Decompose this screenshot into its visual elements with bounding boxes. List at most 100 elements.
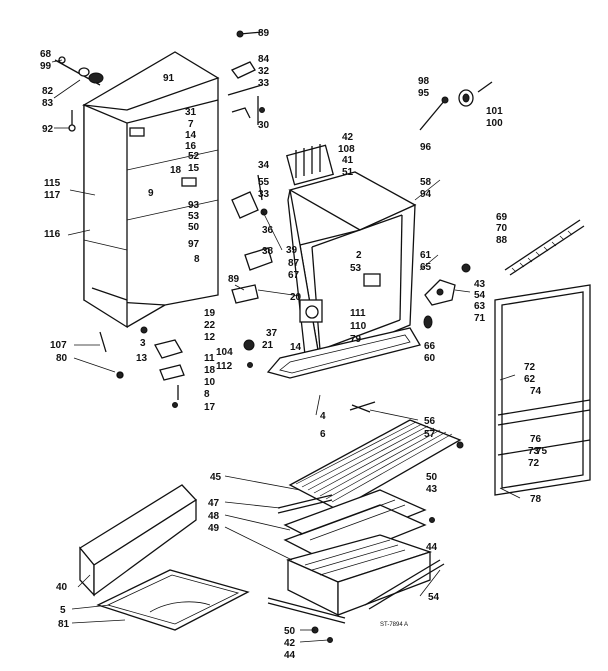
callout-67: 67 [288,270,300,281]
callout-61: 61 [420,250,432,261]
callout-40: 40 [56,582,68,593]
leader-lines [51,59,521,643]
callout-8a: 8 [194,254,200,265]
callout-72a: 72 [524,362,536,373]
callout-81: 81 [58,619,70,630]
callout-7: 7 [188,119,194,130]
kick-cover [79,484,198,597]
callout-48: 48 [208,511,220,522]
callout-82: 82 [42,86,54,97]
callout-36: 36 [262,225,274,236]
callout-80: 80 [56,353,68,364]
drawer-slide-bar [364,559,445,610]
door-closer-hardware [227,30,273,304]
callout-88: 88 [496,235,508,246]
callout-12: 12 [204,332,216,343]
callout-93: 93 [188,200,200,211]
callout-43b: 43 [426,484,438,495]
shelf-support-rail [277,494,333,514]
callout-66: 66 [424,341,436,352]
callout-37: 37 [266,328,278,339]
callout-4: 4 [320,411,326,422]
door-gasket-frame [494,284,591,496]
wire-shelf [288,401,462,511]
callout-5: 5 [60,605,66,616]
callout-22: 22 [204,320,216,331]
callout-38: 38 [262,246,274,257]
callout-115: 115 [44,178,61,189]
callout-45: 45 [210,472,222,483]
callout-91: 91 [163,73,175,84]
callout-47: 47 [208,498,220,509]
callout-17: 17 [204,402,216,413]
callout-69: 69 [496,212,508,223]
callout-84: 84 [258,54,270,65]
drawer-rail [267,597,346,643]
callout-51: 51 [342,167,354,178]
callout-62: 62 [524,374,536,385]
callout-98: 98 [418,76,430,87]
crisper-drawer [286,534,433,617]
callout-100: 100 [486,118,503,129]
callout-52: 52 [188,151,200,162]
callout-39: 39 [286,245,298,256]
callout-6: 6 [320,429,326,440]
callout-50a: 50 [188,222,200,233]
callout-14a: 14 [185,130,197,141]
callout-44b: 44 [284,650,296,661]
callout-108: 108 [338,144,355,155]
callout-101: 101 [486,106,503,117]
callout-83: 83 [42,98,54,109]
callout-32: 32 [258,66,270,77]
callout-44a: 44 [426,542,438,553]
callout-15: 15 [188,163,200,174]
callout-76: 76 [530,434,542,445]
callout-71: 71 [474,313,486,324]
callout-92: 92 [42,124,54,135]
callout-49: 49 [208,523,220,534]
callout-96: 96 [420,142,432,153]
callout-50b: 50 [426,472,438,483]
callout-68: 68 [40,49,52,60]
cabinet-body [81,51,220,329]
callout-16: 16 [185,141,197,152]
callout-75: 75 [536,446,548,457]
drawing-reference: ST-7894 A [380,622,408,628]
callout-74: 74 [530,386,542,397]
callout-97: 97 [188,239,200,250]
callout-20: 20 [290,292,302,303]
callout-112: 112 [216,361,233,372]
callout-50c: 50 [284,626,296,637]
callout-33b: 33 [258,189,270,200]
drain-pan [96,569,250,631]
callout-56: 56 [424,416,436,427]
door-handle-strip [504,219,585,276]
callout-99: 99 [40,61,52,72]
callout-89a: 89 [258,28,270,39]
callout-55: 55 [258,177,270,188]
freezer-liner [266,144,421,379]
upper-hinge-assembly [54,56,104,132]
callout-78: 78 [530,494,542,505]
callout-10: 10 [204,377,216,388]
callout-18b: 18 [204,365,216,376]
callout-54b: 54 [428,592,440,603]
callout-labels: 68 99 82 83 92 91 31 7 14 16 52 15 18 9 … [40,28,548,661]
callout-63: 63 [474,301,486,312]
callout-11: 11 [204,353,215,364]
callout-33a: 33 [258,78,270,89]
callout-3: 3 [140,338,146,349]
callout-18a: 18 [170,165,182,176]
callout-43a: 43 [474,279,486,290]
crisper-frame [283,489,427,564]
callout-31: 31 [185,107,197,118]
callout-14b: 14 [290,342,302,353]
callout-53a: 53 [188,211,200,222]
callout-110: 110 [350,321,367,332]
callout-65: 65 [420,262,432,273]
callout-117: 117 [44,190,61,201]
door-hinge-bottom-right [423,263,471,329]
callout-107: 107 [50,340,67,351]
callout-58: 58 [420,177,432,188]
